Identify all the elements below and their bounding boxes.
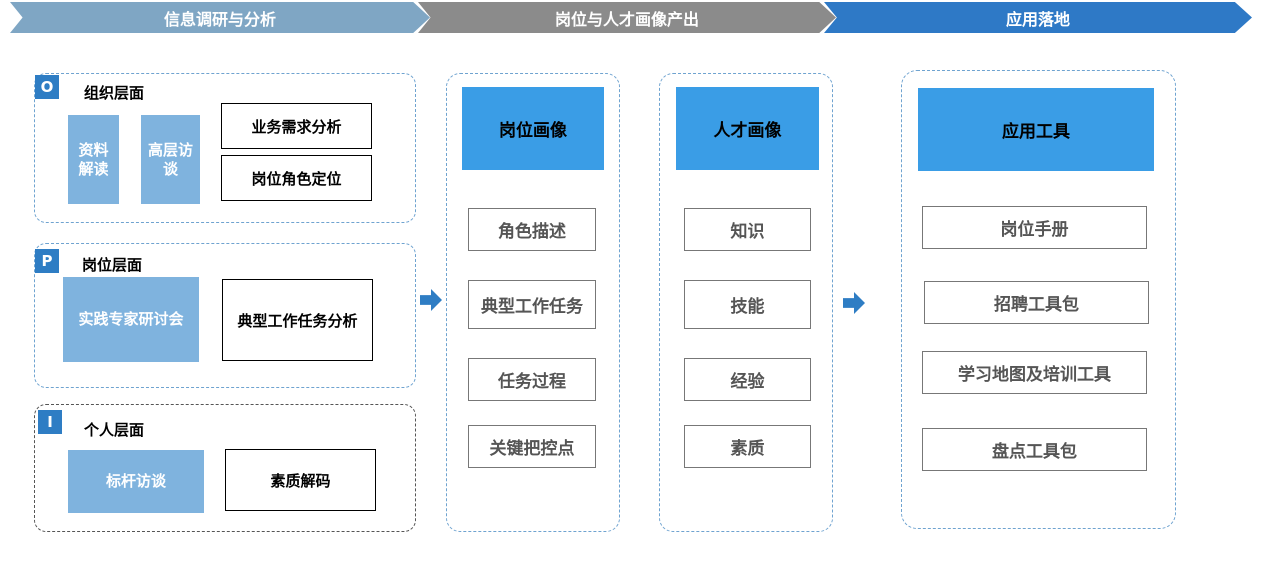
tools-panel <box>901 70 1176 529</box>
level-title: 岗位层面 <box>82 256 143 274</box>
stage-label: 应用落地 <box>1005 9 1070 29</box>
talent-profile-item: 知识 <box>684 208 811 251</box>
tools-header: 应用工具 <box>918 88 1154 171</box>
tool-item: 盘点工具包 <box>922 428 1147 471</box>
talent-profile-item: 技能 <box>684 280 811 329</box>
job-profile-item: 典型工作任务 <box>468 280 596 329</box>
output-box: 典型工作任务分析 <box>222 279 373 361</box>
level-title: 个人层面 <box>84 421 145 439</box>
level-badge-i: I <box>38 410 62 434</box>
position-level-panel <box>34 243 416 388</box>
stage-banner-application: 应用落地 <box>824 2 1252 33</box>
level-badge-o: O <box>35 75 59 99</box>
method-box: 高层访 谈 <box>141 115 200 204</box>
talent-profile-item: 素质 <box>684 425 811 468</box>
stage-banner-output: 岗位与人才画像产出 <box>418 2 836 33</box>
output-box: 素质解码 <box>225 449 376 511</box>
stage-label: 岗位与人才画像产出 <box>554 9 699 29</box>
tool-item: 学习地图及培训工具 <box>922 351 1147 394</box>
method-box: 资料 解读 <box>68 115 119 204</box>
job-profile-item: 关键把控点 <box>468 425 596 468</box>
level-badge-p: P <box>35 249 59 273</box>
stage-label: 信息调研与分析 <box>163 9 276 29</box>
job-profile-panel <box>446 73 620 532</box>
tool-item: 岗位手册 <box>922 206 1147 249</box>
job-profile-item: 角色描述 <box>468 208 596 251</box>
job-profile-header: 岗位画像 <box>462 87 604 170</box>
method-box: 标杆访谈 <box>68 450 204 513</box>
job-profile-item: 任务过程 <box>468 358 596 401</box>
talent-profile-panel <box>659 73 833 532</box>
talent-profile-header: 人才画像 <box>676 87 819 170</box>
output-box: 业务需求分析 <box>221 103 372 149</box>
output-box: 岗位角色定位 <box>221 155 372 201</box>
individual-level-panel <box>34 404 416 532</box>
method-box: 实践专家研讨会 <box>63 277 199 362</box>
tool-item: 招聘工具包 <box>924 281 1149 324</box>
talent-profile-item: 经验 <box>684 358 811 401</box>
flow-arrow-icon <box>843 292 865 314</box>
organization-level-panel <box>34 73 416 223</box>
flow-arrow-icon <box>420 289 442 311</box>
stage-banner-research: 信息调研与分析 <box>10 2 430 33</box>
level-title: 组织层面 <box>84 84 145 102</box>
